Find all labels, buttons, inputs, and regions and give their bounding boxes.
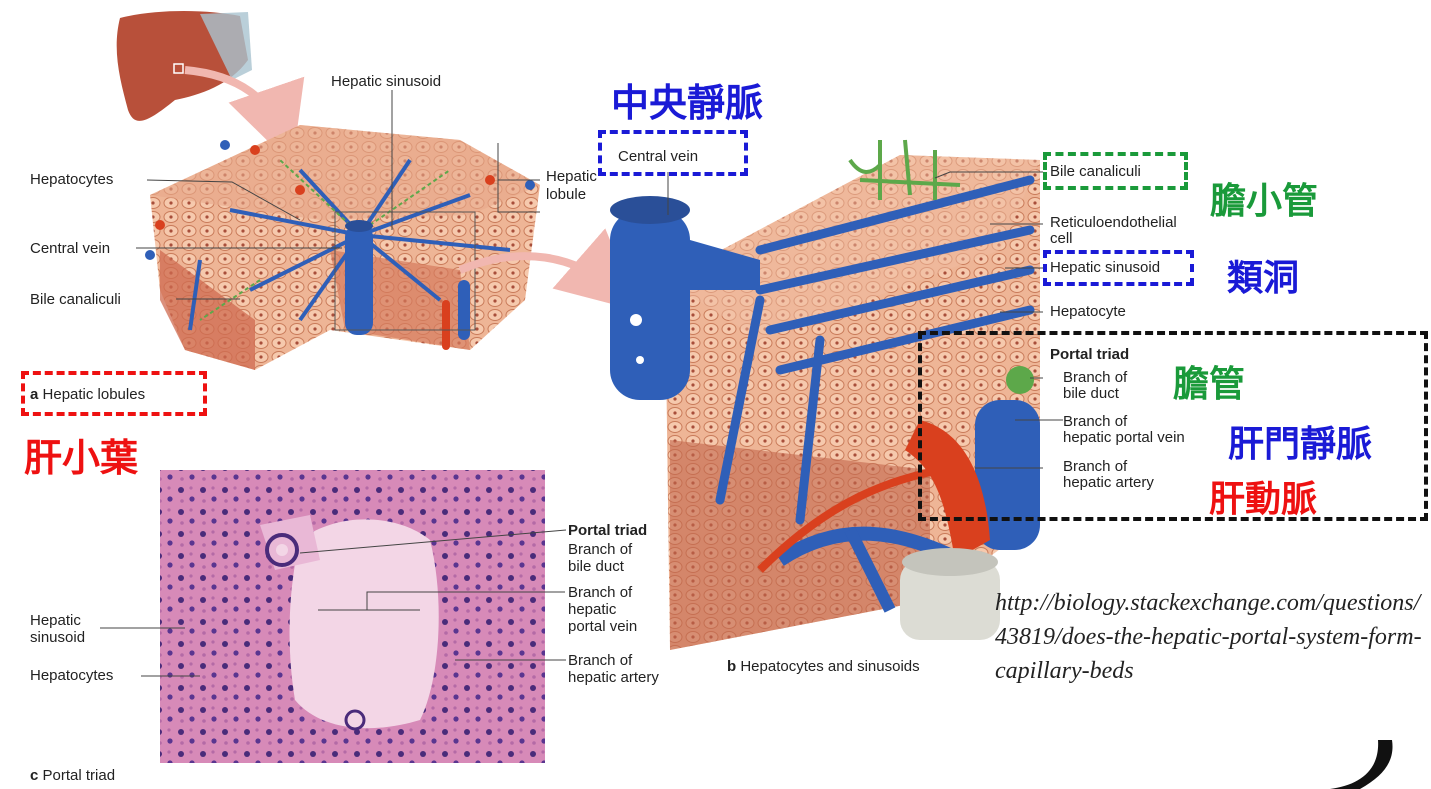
annotation-central-vein-zh: 中央靜脈 <box>611 72 763 127</box>
caption-c-text: Portal triad <box>43 767 116 784</box>
label-c-bile-duct-1: Branch of <box>568 541 632 558</box>
caption-c: c Portal triad <box>30 767 115 784</box>
caption-b-text: Hepatocytes and sinusoids <box>740 658 919 675</box>
highlight-box-central-vein <box>598 130 748 176</box>
highlight-box-sinusoid <box>1043 250 1194 286</box>
decor-hook <box>1330 740 1393 789</box>
annotation-bile-duct-zh: 膽管 <box>1173 355 1245 407</box>
label-c-portal-vein-2: hepatic <box>568 601 616 618</box>
label-a-hepatocytes: Hepatocytes <box>30 171 113 188</box>
label-c-artery-2: hepatic artery <box>568 669 659 686</box>
annotation-lobule-zh: 肝小葉 <box>24 427 138 482</box>
label-b-reticulo-1: Reticuloendothelial <box>1050 214 1177 231</box>
annotation-portal-vein-zh: 肝門靜脈 <box>1228 415 1372 467</box>
label-c-portal-triad: Portal triad <box>568 522 647 539</box>
annotation-sinusoid-zh: 類洞 <box>1227 249 1299 301</box>
source-url: http://biology.stackexchange.com/questio… <box>995 586 1425 688</box>
highlight-box-lobules <box>21 371 207 416</box>
caption-b-letter: b <box>727 658 736 675</box>
histology-micrograph <box>160 470 545 763</box>
label-c-sinusoid-1: Hepatic <box>30 612 81 629</box>
label-c-bile-duct-2: bile duct <box>568 558 624 575</box>
caption-b: b Hepatocytes and sinusoids <box>727 658 920 675</box>
annotation-bile-canaliculi-zh: 膽小管 <box>1210 172 1318 224</box>
label-a-central-vein: Central vein <box>30 240 110 257</box>
label-c-portal-vein-3: portal vein <box>568 618 637 635</box>
label-c-portal-vein-1: Branch of <box>568 584 632 601</box>
label-a-bile-canaliculi: Bile canaliculi <box>30 291 121 308</box>
caption-c-letter: c <box>30 767 38 784</box>
label-c-artery-1: Branch of <box>568 652 632 669</box>
liver-organ <box>117 11 252 121</box>
highlight-box-bile-canaliculi <box>1043 152 1188 190</box>
label-b-reticulo-2: cell <box>1050 230 1073 247</box>
label-c-hepatocytes: Hepatocytes <box>30 667 113 684</box>
label-b-hepatocyte: Hepatocyte <box>1050 303 1126 320</box>
annotation-artery-zh: 肝動脈 <box>1209 470 1317 522</box>
label-c-sinusoid-2: sinusoid <box>30 629 85 646</box>
label-a-hepatic-sinusoid: Hepatic sinusoid <box>331 73 441 90</box>
